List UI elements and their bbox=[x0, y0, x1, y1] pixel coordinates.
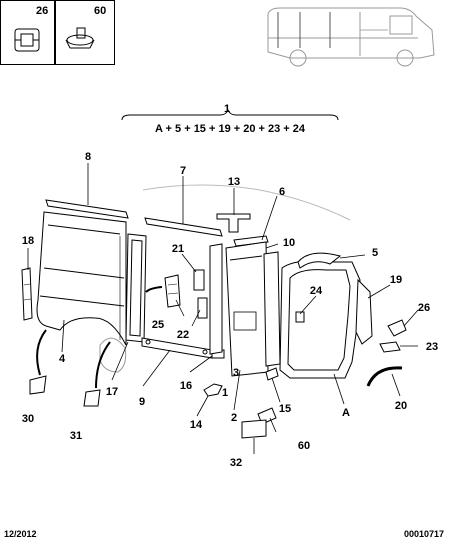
part-8-roof-rail bbox=[45, 199, 129, 219]
thumbnail-boxes bbox=[0, 0, 115, 65]
van-highlight bbox=[277, 12, 331, 48]
part-3-pillar bbox=[209, 243, 223, 355]
part-4-side-panel bbox=[36, 211, 127, 346]
callout-1-door: 1 bbox=[222, 387, 228, 399]
part-21-bracket bbox=[193, 269, 205, 291]
part-22-bracket bbox=[197, 297, 208, 319]
footer-code: 00010717 bbox=[403, 529, 444, 539]
callout-20: 20 bbox=[395, 400, 407, 412]
part-9-sill bbox=[141, 337, 213, 359]
callout-3: 3 bbox=[233, 367, 239, 379]
clip-26-icon bbox=[14, 28, 40, 52]
part-14-bracket bbox=[203, 383, 223, 397]
callout-14: 14 bbox=[190, 419, 203, 431]
callout-13: 13 bbox=[228, 176, 240, 188]
callout-5: 5 bbox=[372, 247, 378, 259]
callout-30: 30 bbox=[22, 413, 34, 425]
callout-17: 17 bbox=[106, 386, 118, 398]
part-10-cap bbox=[263, 251, 281, 367]
part-30-patch bbox=[29, 375, 47, 395]
callout-15: 15 bbox=[279, 403, 291, 415]
part-23-clip bbox=[379, 341, 401, 353]
callout-21: 21 bbox=[172, 243, 184, 255]
part-32-patch bbox=[241, 419, 267, 439]
leader-curves bbox=[36, 329, 111, 389]
callout-A: A bbox=[342, 407, 350, 419]
part-31-patch bbox=[83, 389, 101, 407]
callout-23: 23 bbox=[426, 341, 438, 353]
callout-25: 25 bbox=[152, 319, 164, 331]
callout-2: 2 bbox=[231, 412, 237, 424]
callout-7: 7 bbox=[180, 165, 186, 177]
part-18-pillar bbox=[21, 267, 33, 321]
callout-4: 4 bbox=[59, 353, 66, 365]
callout-24: 24 bbox=[310, 285, 323, 297]
thumbnail-60-frame bbox=[55, 0, 115, 65]
assembly-brace bbox=[121, 108, 339, 121]
part-13-bracket bbox=[216, 213, 251, 233]
callout-18: 18 bbox=[22, 235, 34, 247]
callout-10: 10 bbox=[283, 237, 295, 249]
callout-labels: 8 7 13 6 18 21 10 5 19 24 26 25 22 23 4 … bbox=[22, 151, 438, 469]
footer-date: 12/2012 bbox=[4, 529, 37, 539]
wheel-arch bbox=[99, 337, 127, 373]
callout-9: 9 bbox=[139, 396, 145, 408]
part-15-trim bbox=[265, 367, 279, 381]
thumbnail-60-label: 60 bbox=[94, 5, 106, 17]
part-7-rail bbox=[144, 217, 223, 237]
part-26-clip bbox=[387, 319, 407, 337]
part-2-center-pillar bbox=[225, 241, 269, 377]
part-19-pillar bbox=[355, 278, 373, 345]
leader-lines bbox=[27, 163, 419, 454]
callout-60: 60 bbox=[298, 440, 310, 452]
part-20-arch-trim bbox=[366, 366, 403, 387]
callout-32: 32 bbox=[230, 457, 242, 469]
part-5-window-frame bbox=[297, 252, 342, 269]
callout-22: 22 bbox=[177, 329, 189, 341]
roof-outline bbox=[142, 184, 351, 221]
van-illustration bbox=[267, 7, 435, 67]
door-assembly bbox=[279, 260, 361, 379]
clip-60-icon bbox=[65, 27, 95, 49]
callout-31: 31 bbox=[70, 430, 82, 442]
part-25-bracket bbox=[164, 274, 181, 308]
callout-6: 6 bbox=[279, 186, 285, 198]
thumbnail-26-frame bbox=[0, 0, 55, 65]
assembly-ref: 1 bbox=[224, 103, 230, 115]
callout-8: 8 bbox=[85, 151, 91, 163]
part-6-rail bbox=[233, 235, 269, 247]
thumbnail-26-label: 26 bbox=[36, 5, 48, 17]
assembly-formula: A + 5 + 15 + 19 + 20 + 23 + 24 bbox=[155, 123, 306, 135]
part-17-pillar bbox=[125, 233, 147, 343]
leader-25-arrow bbox=[145, 286, 163, 293]
callout-16: 16 bbox=[180, 380, 192, 392]
callout-26: 26 bbox=[418, 302, 430, 314]
callout-19: 19 bbox=[390, 274, 402, 286]
